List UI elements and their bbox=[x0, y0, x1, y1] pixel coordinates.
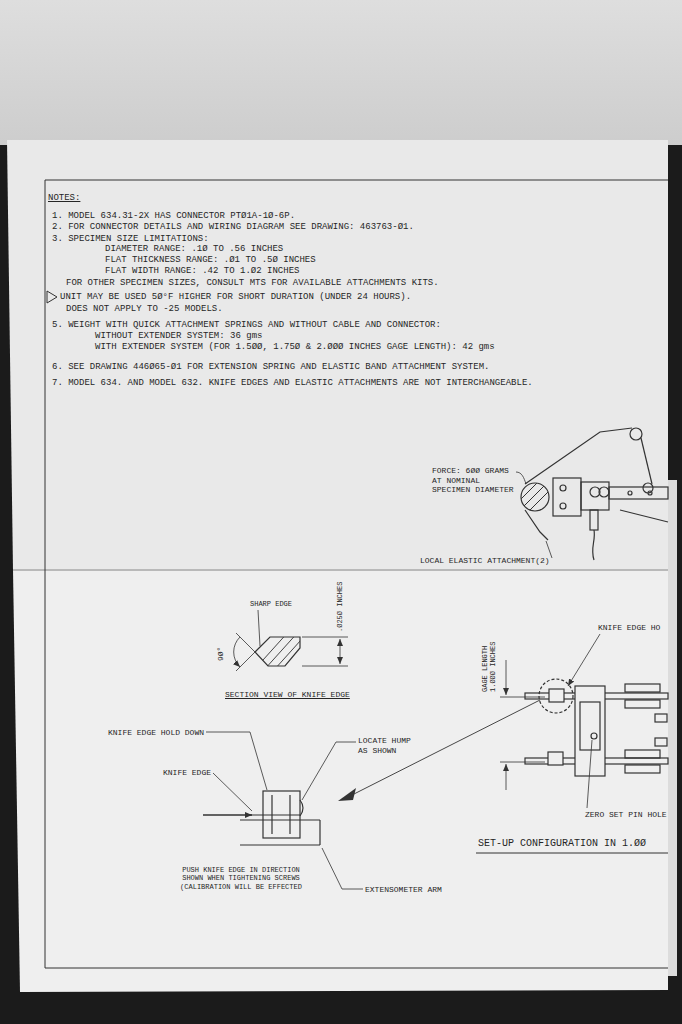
note-line: WITHOUT EXTENDER SYSTEM: 36 gms bbox=[95, 331, 262, 342]
callout-label: EXTENSOMETER ARM bbox=[365, 885, 442, 895]
note-line: 2. FOR CONNECTOR DETAILS AND WIRING DIAG… bbox=[52, 222, 414, 233]
note-line: FOR OTHER SPECIMEN SIZES, CONSULT MTS FO… bbox=[66, 278, 439, 289]
note-line: WITH EXTENDER SYSTEM (FOR 1.5ØØ, 1.75Ø &… bbox=[95, 342, 495, 353]
note-line: 5. WEIGHT WITH QUICK ATTACHMENT SPRINGS … bbox=[52, 320, 441, 331]
callout-label: LOCATE HUMP AS SHOWN bbox=[358, 736, 418, 755]
view-title: SECTION VIEW OF KNIFE EDGE bbox=[225, 690, 350, 700]
paper-upper bbox=[7, 140, 668, 570]
hold-down-detail bbox=[203, 700, 540, 889]
callout-label: FORCE: 6ØØ GRAMS AT NOMINAL SPECIMEN DIA… bbox=[432, 466, 517, 495]
instruction-note: PUSH KNIFE EDGE IN DIRECTION SHOWN WHEN … bbox=[178, 866, 304, 891]
note-line: DOES NOT APPLY TO -25 MODELS. bbox=[66, 304, 223, 315]
note-line: 6. SEE DRAWING 446Ø65-Ø1 FOR EXTENSION S… bbox=[52, 362, 489, 373]
note-line: FLAT WIDTH RANGE: .42 TO 1.Ø2 INCHES bbox=[105, 266, 299, 277]
under-sheet bbox=[668, 480, 677, 976]
elastic-attachment-figure bbox=[510, 428, 668, 560]
callout-label: ZERO SET PIN HOLE bbox=[585, 810, 667, 820]
knife-edge-section bbox=[234, 610, 348, 680]
note-line: FLAT THICKNESS RANGE: .Ø1 TO .5Ø INCHES bbox=[105, 255, 316, 266]
note-line: 1. MODEL 634.31-2X HAS CONNECTOR PTØ1A-1… bbox=[52, 211, 295, 222]
angle-dimension: 9Ø° bbox=[216, 647, 226, 661]
paper-lower bbox=[13, 570, 668, 992]
border-frame bbox=[45, 180, 668, 968]
note-line: UNIT MAY BE USED 5Ø°F HIGHER FOR SHORT D… bbox=[60, 292, 411, 303]
view-title: SET-UP CONFIGURATION IN 1.ØØ bbox=[478, 838, 646, 850]
callout-label: KNIFE EDGE HO bbox=[598, 623, 660, 633]
notes-heading: NOTES: bbox=[48, 193, 80, 204]
dimension-label: .Ø25Ø INCHES bbox=[336, 582, 344, 632]
setup-configuration bbox=[476, 634, 668, 853]
callout-label: KNIFE EDGE HOLD DOWN bbox=[108, 728, 204, 738]
note-flag bbox=[47, 291, 57, 303]
callout-label: KNIFE EDGE bbox=[163, 768, 211, 778]
note-line: 3. SPECIMEN SIZE LIMITATIONS: bbox=[52, 234, 209, 245]
note-line: DIAMETER RANGE: .1Ø TO .56 INCHES bbox=[105, 244, 283, 255]
callout-label: LOCAL ELASTIC ATTACHMENT(2) bbox=[420, 556, 550, 566]
callout-label: SHARP EDGE bbox=[250, 600, 292, 608]
dimension-label: GAGE LENGTH 1.ØØØ INCHES bbox=[481, 638, 498, 692]
note-line: 7. MODEL 634. AND MODEL 632. KNIFE EDGES… bbox=[52, 378, 533, 389]
